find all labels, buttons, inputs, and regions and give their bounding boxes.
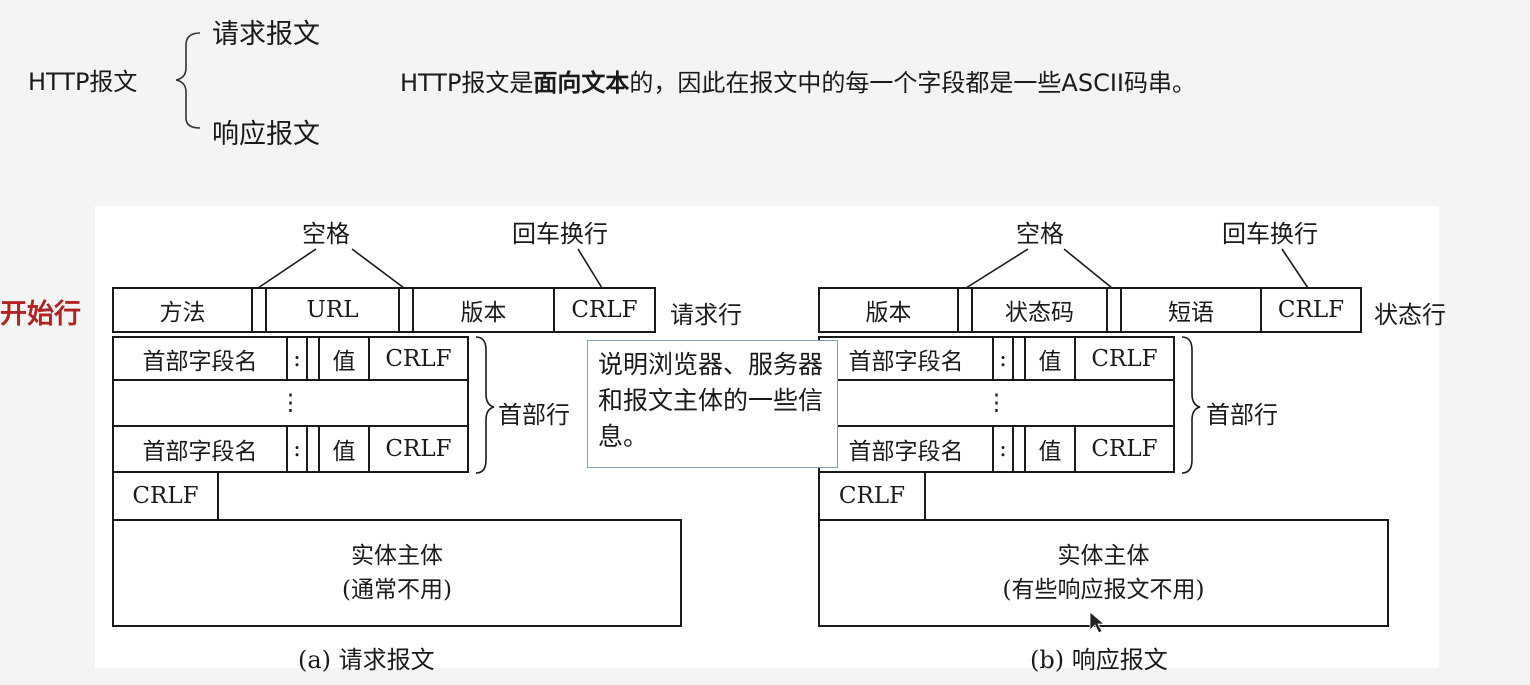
req-crlf-label: 回车换行 [512,220,608,248]
resp-blank-crlf: CRLF [818,471,926,521]
req-space-label: 空格 [302,220,350,248]
resp-header-crlf-1: CRLF [1074,336,1175,381]
status-line-label: 状态行 [1374,301,1446,329]
resp-header-label: 首部行 [1206,401,1278,429]
cursor-icon [1089,611,1106,634]
resp-space-label: 空格 [1016,220,1064,248]
resp-phrase-field: 短语 [1120,287,1262,333]
description-bold: 面向文本 [533,69,630,97]
resp-crlf-field: CRLF [1260,287,1362,333]
resp-header-crlf-2: CRLF [1074,425,1175,473]
req-value-1: 值 [318,336,370,381]
req-header-name-2: 首部字段名 [112,425,288,473]
resp-crlf-label: 回车换行 [1222,220,1318,248]
req-version-field: 版本 [412,287,555,333]
request-line-label: 请求行 [670,301,742,329]
resp-header-name-1: 首部字段名 [818,336,994,381]
req-header-label: 首部行 [498,401,570,429]
req-crlf-field: CRLF [553,287,656,333]
req-header-crlf-1: CRLF [368,336,469,381]
http-message-label: HTTP报文 [28,68,138,96]
resp-caption: (b) 响应报文 [1030,646,1168,674]
req-method-field: 方法 [112,287,253,333]
req-entity-body: 实体主体 (通常不用) [112,519,682,627]
req-header-crlf-2: CRLF [368,425,469,473]
response-message-label: 响应报文 [212,119,320,150]
req-caption: (a) 请求报文 [298,646,435,674]
header-callout-note: 说明浏览器、服务器和报文主体的一些信息。 [587,340,838,468]
description-text: HTTP报文是面向文本的，因此在报文中的每一个字段都是一些ASCII码串。 [400,69,1196,97]
resp-entity-body: 实体主体 (有些响应报文不用) [818,519,1389,627]
req-blank-crlf: CRLF [112,471,219,521]
resp-value-2: 值 [1024,425,1076,473]
resp-status-code-field: 状态码 [971,287,1108,333]
resp-version-field: 版本 [818,287,959,333]
start-line-label: 开始行 [0,299,81,330]
request-message-label: 请求报文 [212,19,320,50]
